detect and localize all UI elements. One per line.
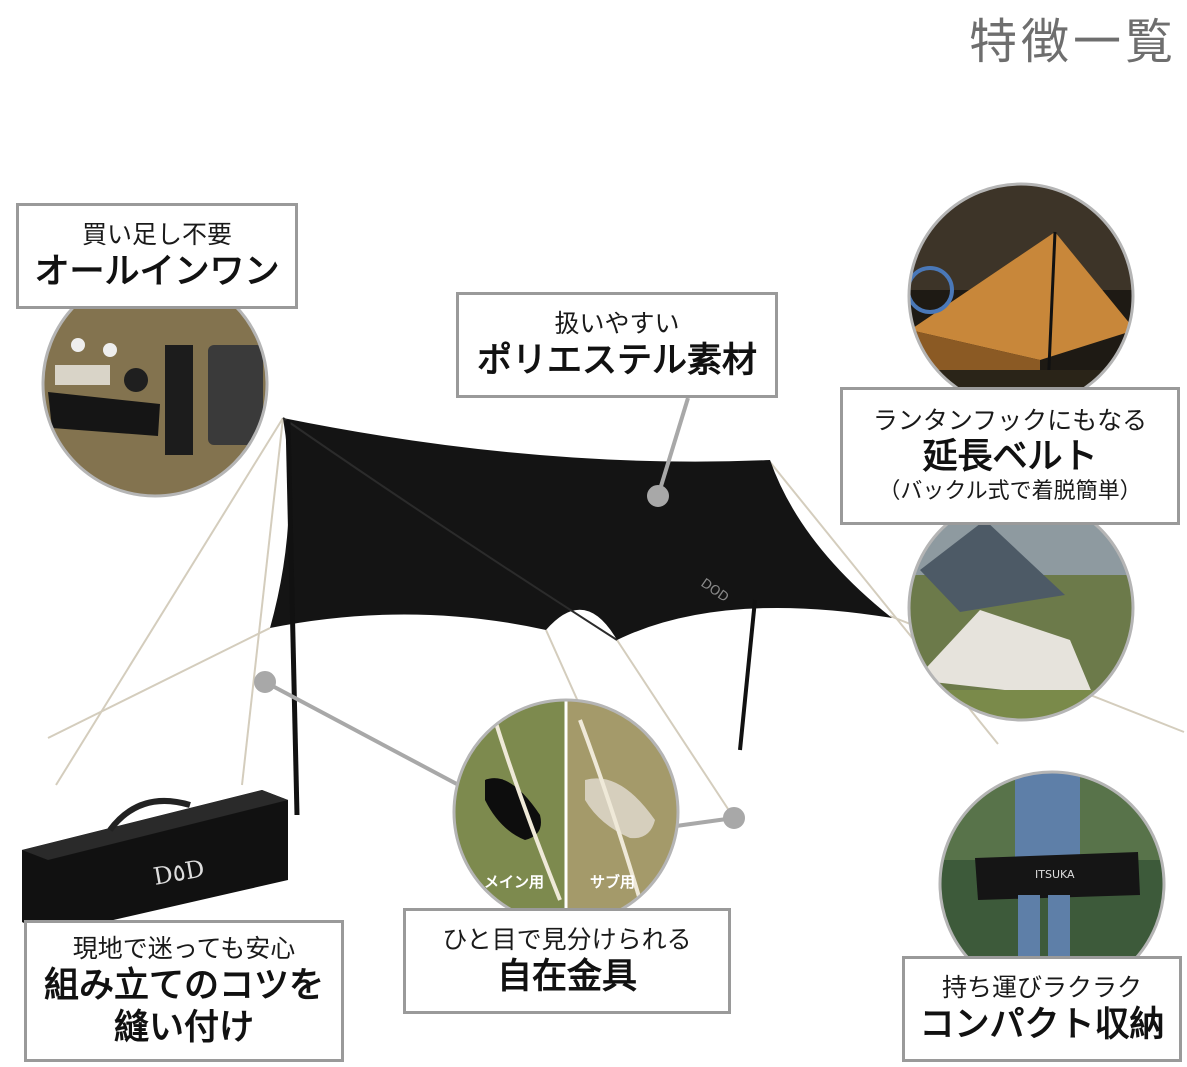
callout-stitched-guide: 現地で迷っても安心 組み立てのコツを 縫い付け [24,920,344,1062]
callout-main: コンパクト収納 [919,1004,1165,1045]
callout-sub: 持ち運びラクラク [941,973,1142,1003]
page-title: 特徴一覧 [968,14,1177,70]
callout-material: 扱いやすい ポリエステル素材 [456,292,778,398]
callout-sub: ランタンフックにもなる [872,406,1148,436]
callout-sub: 現地で迷っても安心 [72,934,296,964]
callout-main: ポリエステル素材 [476,340,757,381]
callout-note: （バックル式で着脱簡単） [878,479,1142,505]
carry-bag: D٥D [22,790,288,935]
callout-sub: ひと目で見分けられる [442,925,692,955]
callout-extension-belt: ランタンフックにもなる 延長ベルト （バックル式で着脱簡単） [840,387,1180,525]
callout-main: 自在金具 [496,956,637,997]
callout-main: オールインワン [34,251,280,292]
callout-adjusters: ひと目で見分けられる 自在金具 [403,908,731,1014]
photo-night-scene [909,184,1133,408]
svg-text:ITSUKA: ITSUKA [1035,868,1075,881]
svg-text:メイン用: メイン用 [484,873,544,891]
callout-compact: 持ち運びラクラク コンパクト収納 [902,956,1182,1062]
front-pole [285,419,300,816]
tarp [270,418,892,640]
rear-pole [738,599,757,751]
photo-contents [43,272,267,496]
callout-main-line1: 組み立てのコツを [43,965,324,1006]
callout-sub: 扱いやすい [554,309,680,339]
callout-sub: 買い足し不要 [81,220,232,250]
svg-text:サブ用: サブ用 [590,873,635,891]
callout-main-line2: 縫い付け [113,1007,254,1048]
pointer-lines [254,397,745,829]
callout-all-in-one: 買い足し不要 オールインワン [16,203,298,309]
callout-main: 延長ベルト [922,437,1098,478]
